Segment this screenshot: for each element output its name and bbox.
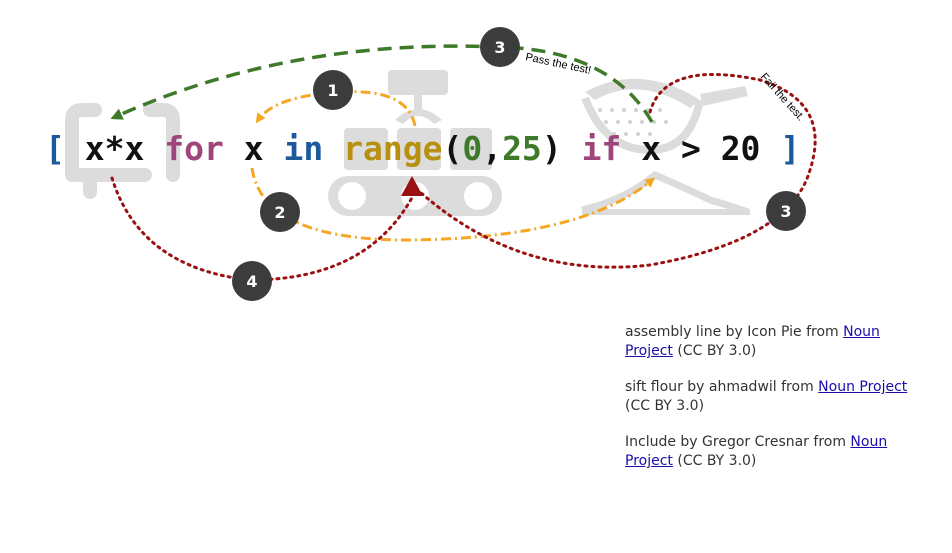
token-gt: > [681, 129, 701, 168]
arrow-iterate [255, 90, 417, 127]
token-expression: x*x [85, 129, 145, 168]
noun-project-link[interactable]: Noun Project [625, 434, 888, 469]
token-in: in [283, 129, 323, 168]
arrow-pass [110, 44, 654, 123]
token-comma: , [482, 129, 502, 168]
credit-text: sift flour by ahmadwil from [625, 379, 819, 395]
svg-text:2: 2 [274, 203, 285, 222]
token-paren-open: ( [442, 129, 462, 168]
code-line: [ x*x for x in range(0,25) if x > 20 ] [45, 129, 800, 168]
credit-include: Include by Gregor Cresnar from Noun Proj… [625, 433, 915, 471]
credit-text: assembly line by Icon Pie from [625, 324, 844, 340]
token-if: if [582, 129, 622, 168]
token-range: range [343, 129, 442, 168]
token-for: for [164, 129, 224, 168]
credit-license: (CC BY 3.0) [625, 398, 705, 414]
step-badge-3-pass: 3 [480, 27, 520, 67]
credit-license: (CC BY 3.0) [672, 453, 757, 469]
token-threshold: 20 [721, 129, 761, 168]
arrow-fail [418, 73, 817, 269]
fail-label: Fail the test. [758, 71, 807, 124]
token-var: x [244, 129, 264, 168]
noun-project-link[interactable]: Noun Project [818, 379, 908, 395]
credit-assembly-line: assembly line by Icon Pie from Noun Proj… [625, 323, 915, 361]
include-icon [65, 103, 180, 199]
attribution-credits: assembly line by Icon Pie from Noun Proj… [625, 323, 915, 488]
token-paren-close: ) [542, 129, 562, 168]
step-badge-1: 1 [313, 70, 353, 110]
credit-text: Include by Gregor Cresnar from [625, 434, 851, 450]
svg-text:3: 3 [494, 38, 505, 57]
svg-text:4: 4 [246, 272, 257, 291]
token-start: 0 [462, 129, 482, 168]
token-stop: 25 [502, 129, 542, 168]
noun-project-link[interactable]: Noun Project [625, 324, 880, 359]
token-open-bracket: [ [45, 129, 65, 168]
svg-text:1: 1 [327, 81, 338, 100]
credit-sift-flour: sift flour by ahmadwil from Noun Project… [625, 378, 915, 416]
sift-flour-icon [581, 78, 750, 216]
credit-license: (CC BY 3.0) [672, 343, 757, 359]
token-cond-var: x [641, 129, 661, 168]
step-badge-3-fail: 3 [766, 191, 806, 231]
step-badge-2: 2 [260, 192, 300, 232]
arrowhead-red [401, 176, 423, 196]
token-close-bracket: ] [780, 129, 800, 168]
svg-text:3: 3 [780, 202, 791, 221]
step-badge-4: 4 [232, 261, 272, 301]
